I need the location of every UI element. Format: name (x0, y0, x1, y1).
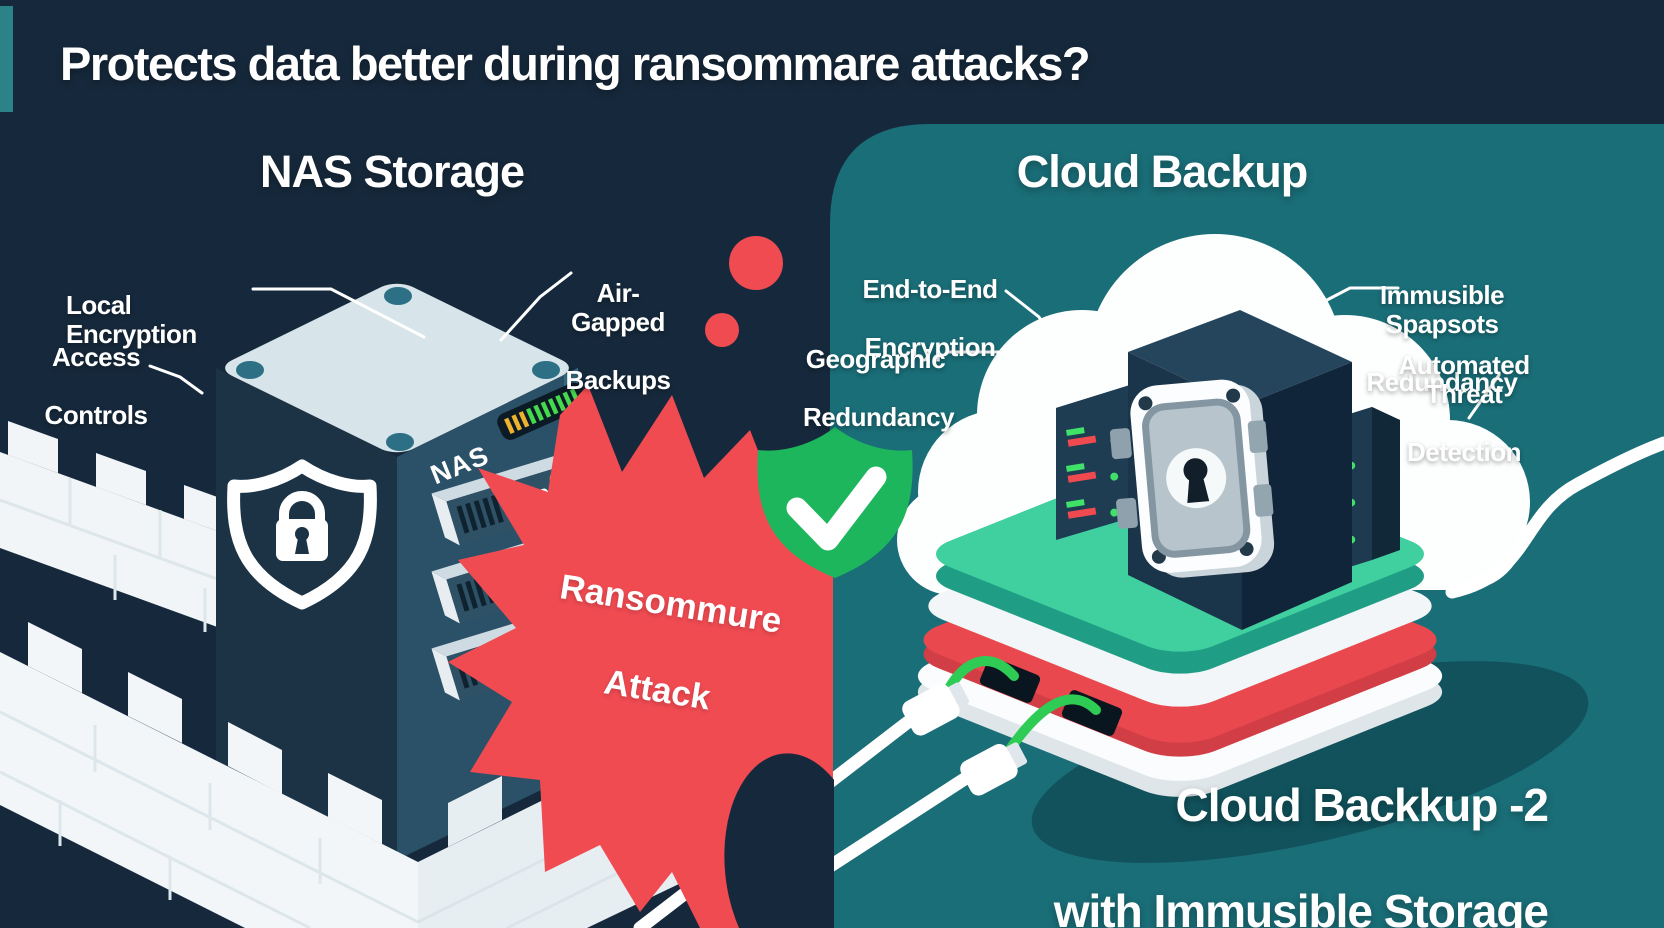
leader-lines (148, 271, 1501, 420)
ransomware-attack-label: Ransommure Attack (522, 520, 805, 775)
label-line: Local Encryption (66, 290, 197, 350)
leader-local-encryption (251, 287, 426, 339)
label-line: Air-Gapped (571, 278, 665, 338)
caption-line: with Immusible Storage (1053, 884, 1549, 928)
label-line: Immusible Spapsots (1379, 280, 1505, 340)
label-end-to-end-encryption: End-to-End Encryption (860, 246, 1000, 392)
port-icon (979, 657, 1041, 703)
label-line: Redundancy (803, 402, 955, 433)
splatter-dot (729, 236, 783, 290)
vault-door-icon (1109, 379, 1275, 578)
label-access-controls: Access Controls (36, 314, 156, 460)
led-bar-icon (497, 382, 587, 440)
label-line: Access (51, 342, 141, 373)
label-line: Detection (1407, 437, 1521, 468)
checkmark-icon (786, 466, 887, 551)
green-cable (1003, 694, 1101, 757)
caption-line: Cloud Backkup -2 (1175, 778, 1549, 831)
leader-automated (1467, 373, 1501, 420)
label-air-gapped-backups: Air-Gapped Backups (552, 250, 684, 425)
leader-immutable (1325, 286, 1400, 302)
label-line: End-to-End (862, 274, 998, 305)
label-local-encryption: Local Encryption (66, 262, 256, 378)
label-immutable-snapshots: Immusible Spapsots Redundancy (1322, 252, 1562, 427)
label-line: Attack (601, 662, 714, 718)
cloud-heading: Cloud Backup (1016, 146, 1309, 197)
nas-heading: NAS Storage (259, 146, 525, 197)
nas-top-face (225, 283, 569, 453)
white-cable (1445, 436, 1664, 599)
leader-air-gapped (499, 271, 573, 342)
label-automated-threat-detection: Automated Threat Detection (1368, 322, 1560, 497)
label-line: Backups (565, 365, 671, 396)
cloud-backup-caption: Cloud Backkup -2 with Immusible Storage (900, 726, 1549, 928)
ransomware-burst-icon (448, 236, 834, 928)
keyhole-icon (1187, 477, 1210, 504)
label-geographic-redundancy: Geographic Redundancy (803, 316, 955, 462)
platform-shadow (1031, 661, 1589, 863)
leader-end-to-end (1004, 289, 1059, 346)
label-line: Redundancy (1366, 367, 1518, 398)
shield-lock-icon (227, 459, 377, 610)
plug-icon (902, 682, 970, 736)
label-line: Controls (44, 400, 148, 431)
corner-accent (0, 6, 13, 112)
leader-geographic (945, 350, 1034, 369)
label-line: Encryption (864, 332, 996, 363)
page-title: Protects data better during ransommare a… (60, 37, 1091, 90)
label-line: Ransommure (557, 567, 785, 641)
shield-check-icon (757, 427, 913, 578)
label-line: Automated Threat (1398, 350, 1530, 410)
splatter-dot (705, 313, 739, 347)
label-line: Geographic (805, 344, 946, 375)
plug-icon (960, 742, 1028, 796)
green-cable (943, 656, 1019, 695)
leader-access-controls (148, 364, 204, 395)
